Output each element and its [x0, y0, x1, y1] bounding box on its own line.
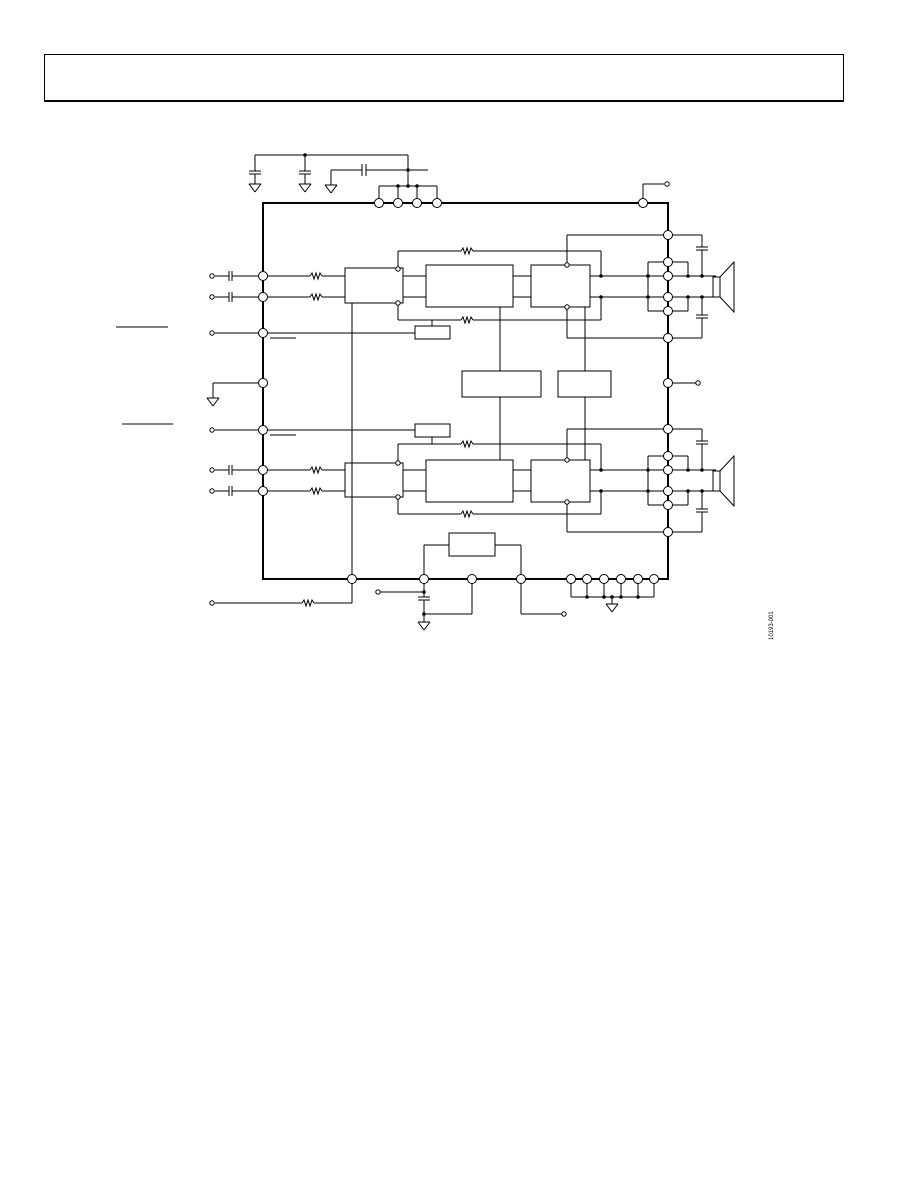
- figure-id-label: 10193-001: [769, 611, 775, 640]
- page-header-box: [44, 54, 844, 102]
- ic-outline: [262, 202, 669, 580]
